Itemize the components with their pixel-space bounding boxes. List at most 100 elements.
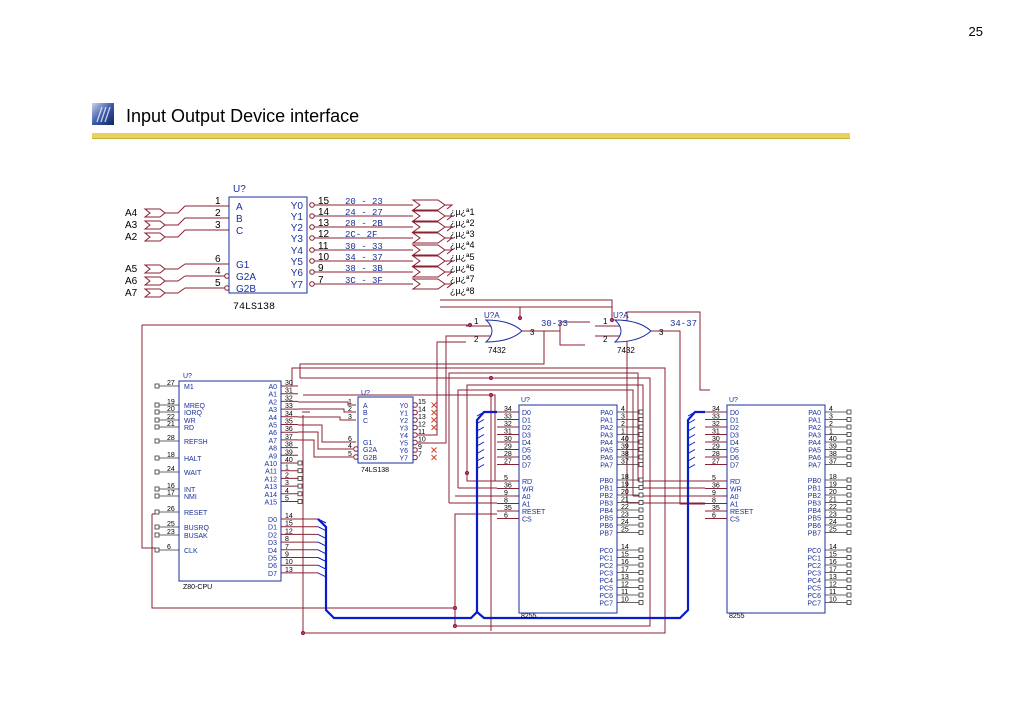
- pin-terminal: [846, 432, 852, 437]
- wire: [440, 299, 613, 320]
- data-bus-entry: [317, 549, 327, 555]
- ppi1-port-pin-num: 21: [621, 497, 629, 504]
- ppi2-part: 8255: [729, 613, 745, 620]
- cpu-addr-pin-num: 34: [285, 411, 293, 418]
- decoder1-out-pin-num: 10: [318, 252, 330, 263]
- decoder1-address-range: 20 - 23: [345, 197, 383, 207]
- data-bus-entry: [476, 434, 485, 439]
- ppi1-port-pin-num: 38: [621, 451, 629, 458]
- decoder1-port-wire: [445, 226, 454, 232]
- cpu-addr-pin-num: 38: [285, 442, 293, 449]
- pin-terminal: [846, 530, 852, 535]
- decoder2-out-pin-num: 9: [418, 444, 422, 451]
- inversion-bubble: [309, 247, 315, 253]
- ppi2-port-pin-name: PA4: [808, 440, 821, 447]
- cpu-data-pin-num: 9: [285, 552, 289, 559]
- ppi1-ctrl-pin-name: WR: [522, 487, 534, 494]
- decoder1-out-pin-name: Y0: [291, 201, 304, 212]
- junction-dot: [300, 630, 306, 636]
- ppi2-port-pin-num: 37: [829, 459, 837, 466]
- wires: [141, 199, 847, 636]
- ppi2-port-pin-name: PB3: [808, 501, 821, 508]
- cpu-left-pin-name: WR: [184, 418, 196, 425]
- wire: [300, 377, 651, 627]
- junction-dot: [609, 317, 615, 323]
- pin-terminal: [638, 570, 644, 575]
- ppi1-port-pin-num: 17: [621, 567, 629, 574]
- ppi1-port-pin-num: 13: [621, 574, 629, 581]
- cpu-addr-pin-name: A12: [265, 476, 278, 483]
- ppi2-ctrl-pin-name: RD: [730, 479, 740, 486]
- ppi2-ctrl-pin-num: 5: [712, 475, 716, 482]
- cpu-left-pin-num: 27: [167, 380, 175, 387]
- ppi1-port-pin-num: 4: [621, 406, 625, 413]
- or-gate-pin: 3: [530, 328, 535, 337]
- decoder2-out-pin-num: 7: [418, 452, 422, 459]
- decoder2-in-pin-name: B: [363, 410, 368, 417]
- ppi1-data-pin-num: 32: [504, 421, 512, 428]
- ppi1-port-pin-num: 39: [621, 444, 629, 451]
- or-gate-ref: U?A: [484, 311, 500, 320]
- pin-terminal: [154, 455, 160, 461]
- data-bus-entry: [476, 426, 485, 432]
- ppi2-data-pin-name: D3: [730, 433, 739, 440]
- pin-terminal: [846, 417, 852, 422]
- decoder1-out-pin-name: Y1: [291, 212, 304, 223]
- wire: [544, 321, 590, 332]
- ppi1-port-pin-name: PC7: [599, 601, 613, 608]
- pin-terminal: [154, 409, 160, 415]
- inversion-bubble: [309, 281, 315, 287]
- decoder1-out-pin-num: 7: [318, 275, 324, 286]
- decoder1-in-pin-name: G2A: [236, 272, 256, 283]
- decoder2-out-pin-name: Y1: [399, 411, 408, 418]
- no-connect-stroke: [431, 447, 437, 453]
- ppi1-port-pin-num: 2: [621, 421, 625, 428]
- ppi1-port-pin-num: 16: [621, 559, 629, 566]
- cpu-left-pin-num: 20: [167, 406, 175, 413]
- ppi1-port-pin-name: PB1: [600, 486, 613, 493]
- decoder1-port-wire: [445, 215, 454, 221]
- decoder1-port-label: ¿µ¿ª7: [450, 274, 475, 284]
- or-gate-ref: U?A: [613, 311, 629, 320]
- data-bus-entry: [476, 464, 485, 469]
- cpu-addr-pin-num: 30: [285, 380, 293, 387]
- decoder2-out-pin-name: Y6: [399, 448, 408, 455]
- ppi2-ctrl-pin-name: RESET: [730, 509, 754, 516]
- ppi1-port-pin-num: 14: [621, 544, 629, 551]
- pin-terminal: [638, 592, 644, 598]
- cpu-addr-pin-name: A15: [265, 500, 278, 507]
- inversion-bubble: [309, 213, 315, 219]
- ppi1-port-pin-num: 23: [621, 512, 629, 519]
- decoder1-out-pin-name: Y2: [291, 223, 304, 234]
- decoder1-port-arrow: [411, 210, 446, 222]
- decoder2-in-pin-name: G2A: [363, 447, 377, 454]
- ppi1-part: 8255: [521, 613, 537, 620]
- pin-terminal: [846, 555, 852, 560]
- ppi1-port-pin-name: PA5: [600, 448, 613, 455]
- ppi2-data-pin-name: D6: [730, 455, 739, 462]
- junction-dot: [452, 623, 458, 629]
- or-gate-label: 30-33: [541, 319, 568, 329]
- cpu-data-pin-name: D6: [268, 563, 277, 570]
- cpu-left-pin-name: M1: [184, 384, 194, 391]
- pin-terminal: [638, 417, 644, 422]
- ppi2-port-pin-num: 11: [829, 589, 836, 596]
- cpu-addr-pin-name: A9: [268, 453, 277, 460]
- cpu-data-pin-num: 14: [285, 513, 293, 520]
- cpu-left-pin-name: IORQ: [184, 410, 202, 417]
- cpu-addr-pin-num: 32: [285, 395, 293, 402]
- pin-terminal: [154, 486, 160, 492]
- pin-terminal: [638, 500, 644, 505]
- pin-terminal: [638, 530, 644, 535]
- pin-terminal: [638, 485, 644, 490]
- pin-terminal: [154, 402, 160, 408]
- decoder1-addr-label: A4: [125, 208, 138, 219]
- pin-terminal: [297, 499, 303, 504]
- cpu-addr-pin-num: 5: [285, 496, 289, 503]
- no-connect-mark: [431, 402, 437, 408]
- pin-terminal: [846, 409, 852, 415]
- data-bus-entry: [317, 572, 327, 578]
- cpu-left-pin-name: MREQ: [184, 403, 206, 410]
- decoder1-in-pin-num: 3: [215, 220, 221, 231]
- ppi2-port-pin-num: 4: [829, 406, 833, 413]
